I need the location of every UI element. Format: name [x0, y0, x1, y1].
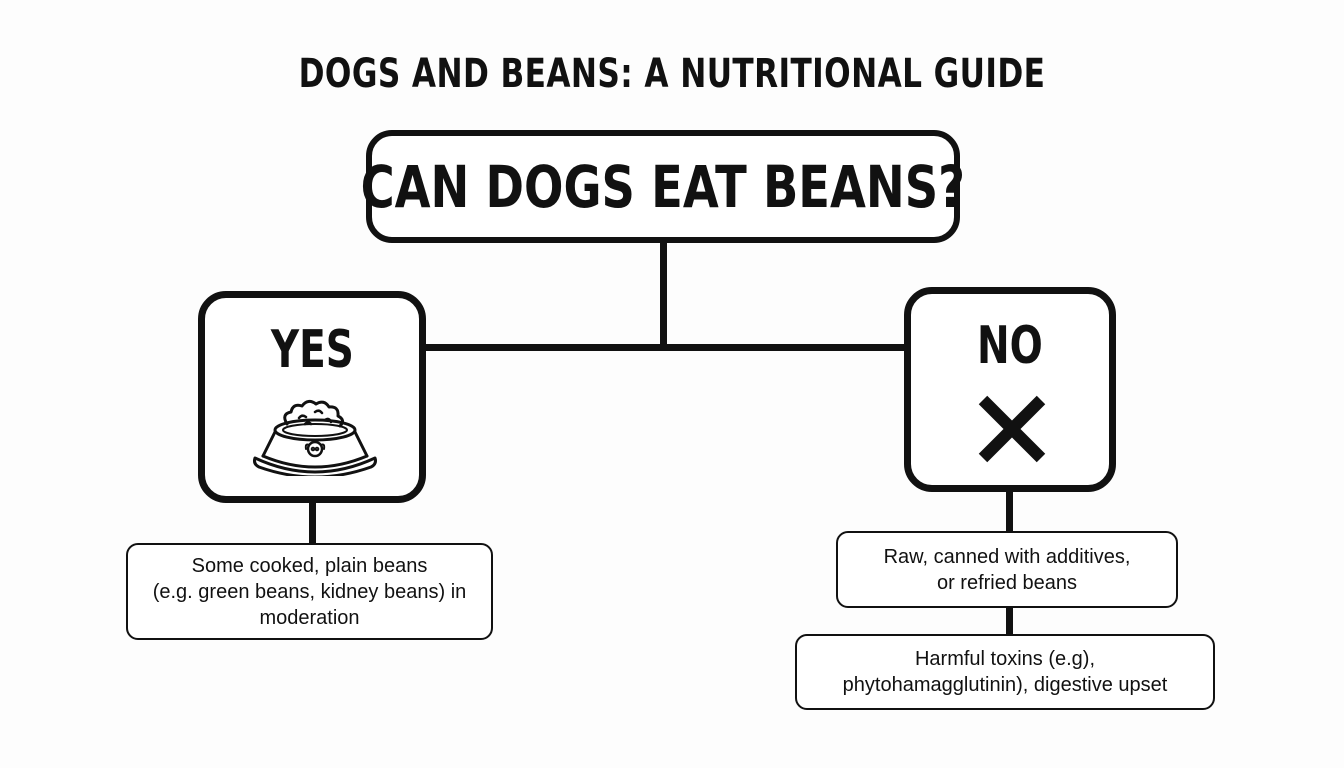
x-mark-icon — [978, 395, 1046, 463]
no-note-line: phytohamagglutinin), digestive upset — [842, 674, 1168, 696]
no-label: NO — [977, 316, 1043, 376]
no-note-line: or refried beans — [936, 571, 1078, 594]
no-note-foods: Raw, canned with additives, or refried b… — [836, 531, 1178, 608]
connector-question-down — [660, 240, 667, 350]
yes-label: YES — [270, 320, 354, 380]
yes-note: Some cooked, plain beans (e.g. green bea… — [126, 543, 493, 640]
connector-horizontal — [424, 344, 908, 351]
dog-food-bowl-icon — [253, 399, 377, 476]
question-text: CAN DOGS EAT BEANS? — [360, 152, 966, 221]
question-box: CAN DOGS EAT BEANS? — [361, 130, 965, 243]
connector-no-notes — [1006, 606, 1013, 636]
yes-note-line: Some cooked, plain beans — [191, 554, 428, 577]
no-note-line: Raw, canned with additives, — [883, 545, 1131, 568]
yes-box: YES — [198, 291, 426, 503]
yes-note-line: (e.g. green beans, kidney beans) in — [152, 580, 467, 603]
no-note-effects: Harmful toxins (e.g), phytohamagglutinin… — [795, 634, 1215, 710]
connector-no-down — [1006, 490, 1013, 534]
yes-note-line: moderation — [259, 606, 360, 629]
no-box: NO — [904, 287, 1116, 492]
no-note-line: Harmful toxins (e.g), — [914, 648, 1096, 670]
connector-yes-down — [309, 500, 316, 546]
page-title: DOGS AND BEANS: A NUTRITIONAL GUIDE — [298, 51, 1046, 97]
